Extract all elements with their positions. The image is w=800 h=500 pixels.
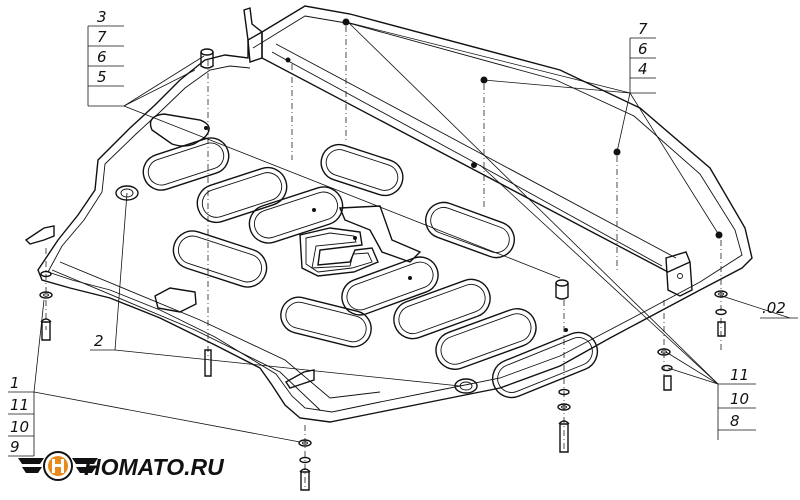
emboss-ridge-front [59, 261, 381, 399]
clip-left [24, 225, 55, 245]
callout-group-bottom-left: 1 11 10 9 [10, 374, 29, 456]
callout-label: 11 [10, 396, 29, 414]
callout-label: 6 [638, 40, 648, 58]
callout-label: 3 [97, 8, 107, 26]
callout-label: 1 [10, 374, 20, 392]
fastener-stack-front [298, 425, 312, 491]
callout-group-top-right: 7 6 4 [638, 20, 648, 78]
leaders-bottom-left [8, 299, 301, 457]
callout-label: 7 [97, 28, 107, 46]
callout-label: 7 [638, 20, 648, 38]
callout-label: 5 [97, 68, 107, 86]
fastener-stack-bottom [557, 300, 571, 453]
fastener-stack-far-right [714, 240, 728, 352]
brand-text: HOMATO.RU [84, 454, 225, 480]
callout-label: 8 [730, 412, 740, 430]
skid-plate-outline [37, 5, 753, 423]
top-left-bracket [243, 7, 263, 63]
leaders-top-right [345, 21, 720, 236]
rear-flange-lip-2 [275, 43, 677, 259]
leader-right-mid [721, 295, 798, 319]
rear-flange-lip [271, 51, 663, 267]
rear-flange [261, 32, 691, 273]
spacer-top [200, 48, 214, 69]
callout-label: 11 [730, 366, 749, 384]
brand-wing-left [18, 458, 44, 473]
callout-label: 10 [10, 418, 29, 436]
callout-label: 10 [730, 390, 749, 408]
leaders-top-left [87, 25, 561, 279]
leaders-bottom-right [349, 23, 756, 440]
callout-group-top-left: 3 7 6 5 [97, 8, 107, 86]
leaders-left-mid [90, 192, 461, 387]
slot-openings [142, 113, 599, 399]
fastener-stack-left [39, 248, 53, 341]
bolt-center [204, 60, 212, 377]
clip-bottom [284, 369, 315, 389]
brand-logo: HOMATO.RU [18, 451, 225, 481]
callout-group-bottom-right: 11 10 8 [730, 366, 749, 430]
spacer-right [555, 279, 569, 300]
callout-label: 4 [638, 60, 648, 78]
callout-label: 6 [97, 48, 107, 66]
callout-label-right-mid: .02 [762, 299, 786, 317]
callout-label: 9 [10, 438, 20, 456]
emboss-ridge-front-2 [51, 269, 321, 411]
brand-emblem-letter [52, 459, 64, 473]
brand-wing-right [72, 458, 98, 473]
callout-label-left-mid: 2 [94, 332, 104, 350]
skid-plate-inner-edge [47, 15, 743, 413]
right-bracket [665, 251, 693, 297]
fastener-stack-right [657, 300, 673, 391]
bracket-hole [677, 273, 683, 279]
